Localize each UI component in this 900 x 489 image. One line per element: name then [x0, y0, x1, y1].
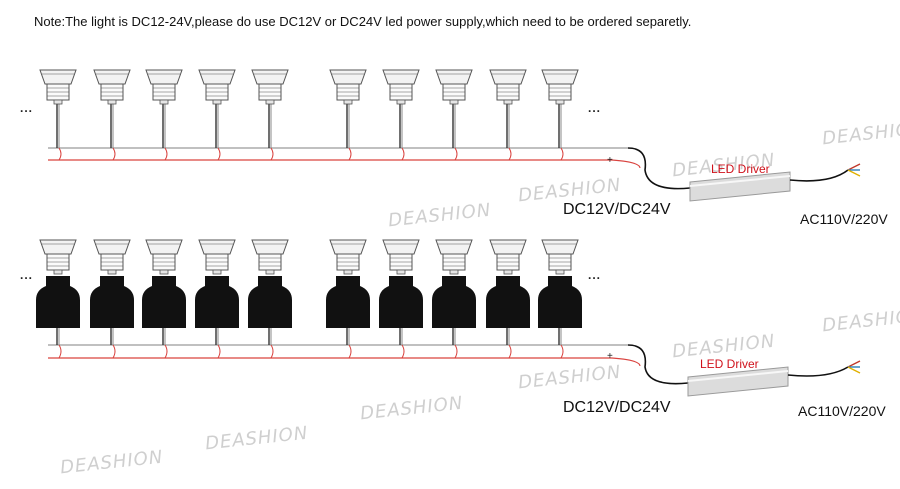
light-neck — [212, 269, 222, 275]
positive-tap-wire — [401, 147, 405, 161]
positive-tap-wire — [270, 147, 274, 161]
ac-voltage-label: AC110V/220V — [800, 211, 888, 227]
light-neck — [396, 269, 406, 275]
ac-input-cable — [789, 169, 849, 182]
light-neck — [555, 99, 565, 105]
light-flange — [435, 239, 473, 255]
led-driver-label: LED Driver — [711, 162, 770, 176]
light-flange — [541, 69, 579, 85]
light-flange — [489, 69, 527, 85]
light-neck — [503, 99, 513, 105]
black-housing — [379, 276, 423, 328]
light-neck — [107, 99, 117, 105]
positive-tap-wire — [401, 344, 405, 359]
light-flange — [39, 239, 77, 255]
light-flange — [382, 239, 420, 255]
light-neck — [449, 269, 459, 275]
light-neck — [343, 99, 353, 105]
light-neck — [343, 269, 353, 275]
positive-tap-wire — [164, 344, 168, 359]
ellipsis-right: ... — [588, 268, 602, 282]
positive-tap-wire — [454, 147, 458, 161]
black-housing — [142, 276, 186, 328]
positive-tap-wire — [560, 344, 564, 359]
light-flange — [329, 69, 367, 85]
positive-tap-wire — [217, 147, 221, 161]
driver-dc-lead — [627, 147, 691, 190]
black-housing — [36, 276, 80, 328]
light-flange — [382, 69, 420, 85]
positive-tap-wire — [508, 147, 512, 161]
positive-tap-wire — [560, 147, 564, 161]
ellipsis-left: ... — [20, 268, 34, 282]
light-neck — [555, 269, 565, 275]
light-flange — [541, 239, 579, 255]
led-driver-highlight — [689, 175, 791, 187]
black-housing — [432, 276, 476, 328]
dc-voltage-label: DC12V/DC24V — [563, 399, 671, 416]
positive-tap-wire — [270, 344, 274, 359]
driver-positive-lead — [611, 357, 641, 367]
positive-tap-wire — [112, 147, 116, 161]
light-neck — [449, 99, 459, 105]
black-housing — [326, 276, 370, 328]
light-flange — [198, 239, 236, 255]
led-driver-highlight — [687, 370, 789, 382]
plus-sign: + — [607, 155, 613, 166]
light-flange — [435, 69, 473, 85]
ellipsis-left: ... — [20, 101, 34, 115]
light-neck — [159, 269, 169, 275]
ac-voltage-label: AC110V/220V — [798, 403, 886, 419]
positive-tap-wire — [58, 147, 62, 161]
light-flange — [251, 239, 289, 255]
ac-input-cable — [787, 366, 849, 377]
light-flange — [329, 239, 367, 255]
black-housing — [195, 276, 239, 328]
ac-wire-tip — [847, 360, 861, 368]
light-flange — [489, 239, 527, 255]
positive-tap-wire — [164, 147, 168, 161]
light-neck — [265, 99, 275, 105]
light-neck — [212, 99, 222, 105]
light-neck — [53, 269, 63, 275]
light-neck — [159, 99, 169, 105]
black-housing — [538, 276, 582, 328]
ac-wire-tip — [847, 366, 861, 374]
positive-tap-wire — [508, 344, 512, 359]
light-flange — [39, 69, 77, 85]
positive-tap-wire — [348, 147, 352, 161]
ellipsis-right: ... — [588, 101, 602, 115]
ac-wire-tip — [847, 169, 861, 177]
positive-tap-wire — [217, 344, 221, 359]
light-flange — [93, 239, 131, 255]
led-driver-box — [687, 366, 789, 397]
light-neck — [265, 269, 275, 275]
positive-tap-wire — [454, 344, 458, 359]
black-housing — [486, 276, 530, 328]
light-neck — [396, 99, 406, 105]
light-flange — [251, 69, 289, 85]
led-driver-label: LED Driver — [700, 357, 759, 371]
dc-voltage-label: DC12V/DC24V — [563, 201, 671, 218]
driver-positive-lead — [611, 159, 641, 169]
plus-sign: + — [607, 351, 613, 362]
note-text: Note:The light is DC12-24V,please do use… — [34, 14, 692, 29]
light-neck — [53, 99, 63, 105]
ac-wire-tip — [847, 163, 861, 171]
light-flange — [145, 69, 183, 85]
black-housing — [90, 276, 134, 328]
positive-tap-wire — [112, 344, 116, 359]
light-flange — [93, 69, 131, 85]
light-neck — [107, 269, 117, 275]
positive-tap-wire — [58, 344, 62, 359]
light-flange — [145, 239, 183, 255]
light-neck — [503, 269, 513, 275]
driver-dc-lead — [627, 344, 689, 385]
black-housing — [248, 276, 292, 328]
positive-tap-wire — [348, 344, 352, 359]
light-flange — [198, 69, 236, 85]
